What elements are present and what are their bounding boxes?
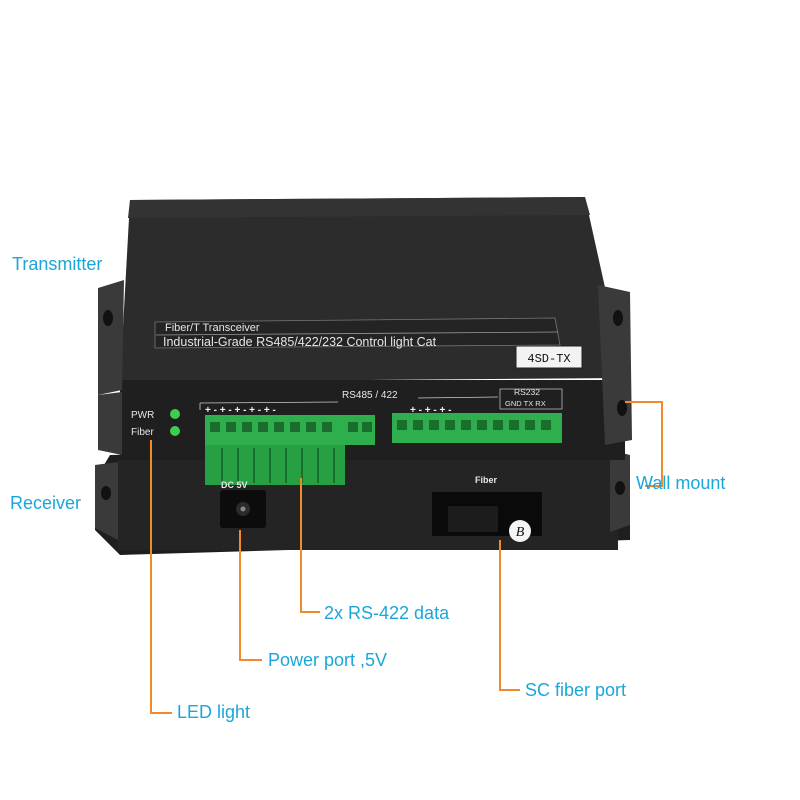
polarity-marks-1: + - + - + - + - + - — [205, 405, 276, 416]
leader-lines — [150, 401, 663, 714]
fiber-port-label: Fiber — [475, 475, 498, 485]
polarity-marks-2: + - + - + - — [410, 405, 451, 416]
rs422-leader — [300, 478, 320, 613]
top-label-line2: Industrial-Grade RS485/422/232 Control l… — [163, 335, 437, 349]
rs485-header: RS485 / 422 — [342, 390, 398, 401]
transmitter-callout: Transmitter — [12, 254, 103, 274]
wall-mount-ear-left-top — [98, 280, 124, 395]
rs232-header: RS232 — [514, 387, 540, 397]
transmitter-unit: Fiber/T Transceiver Industrial-Grade RS4… — [98, 197, 632, 485]
port-badge — [509, 520, 531, 542]
rs232-pins: GND TX RX — [505, 399, 546, 408]
wall-mount-leader — [625, 401, 663, 487]
top-label-line1: Fiber/T Transceiver — [165, 322, 260, 334]
pwr-label: PWR — [131, 410, 154, 421]
receiver-callout: Receiver — [10, 493, 82, 513]
dc-label: DC 5V — [221, 480, 248, 490]
fiber-led — [170, 426, 180, 436]
led-light-callout: LED light — [177, 702, 251, 722]
svg-text:4SD-TX: 4SD-TX — [527, 352, 570, 366]
svg-text:B: B — [516, 525, 525, 540]
sc-fiber-port-callout: SC fiber port — [525, 680, 627, 700]
pwr-led — [170, 409, 180, 419]
wall-mount-callout: Wall mount — [636, 473, 726, 493]
fiber-leader — [499, 540, 520, 691]
led-leader — [150, 440, 172, 714]
power-leader — [239, 530, 262, 661]
power-port-callout: Power port ,5V — [268, 650, 388, 670]
fiber-led-label: Fiber — [131, 427, 154, 438]
model-tag — [515, 345, 583, 369]
rs422-data-callout: 2x RS-422 data — [324, 603, 450, 623]
terminal-plug — [205, 445, 345, 485]
wall-mount-ear-left-bottom — [95, 462, 118, 540]
receiver-unit: B — [95, 445, 630, 555]
